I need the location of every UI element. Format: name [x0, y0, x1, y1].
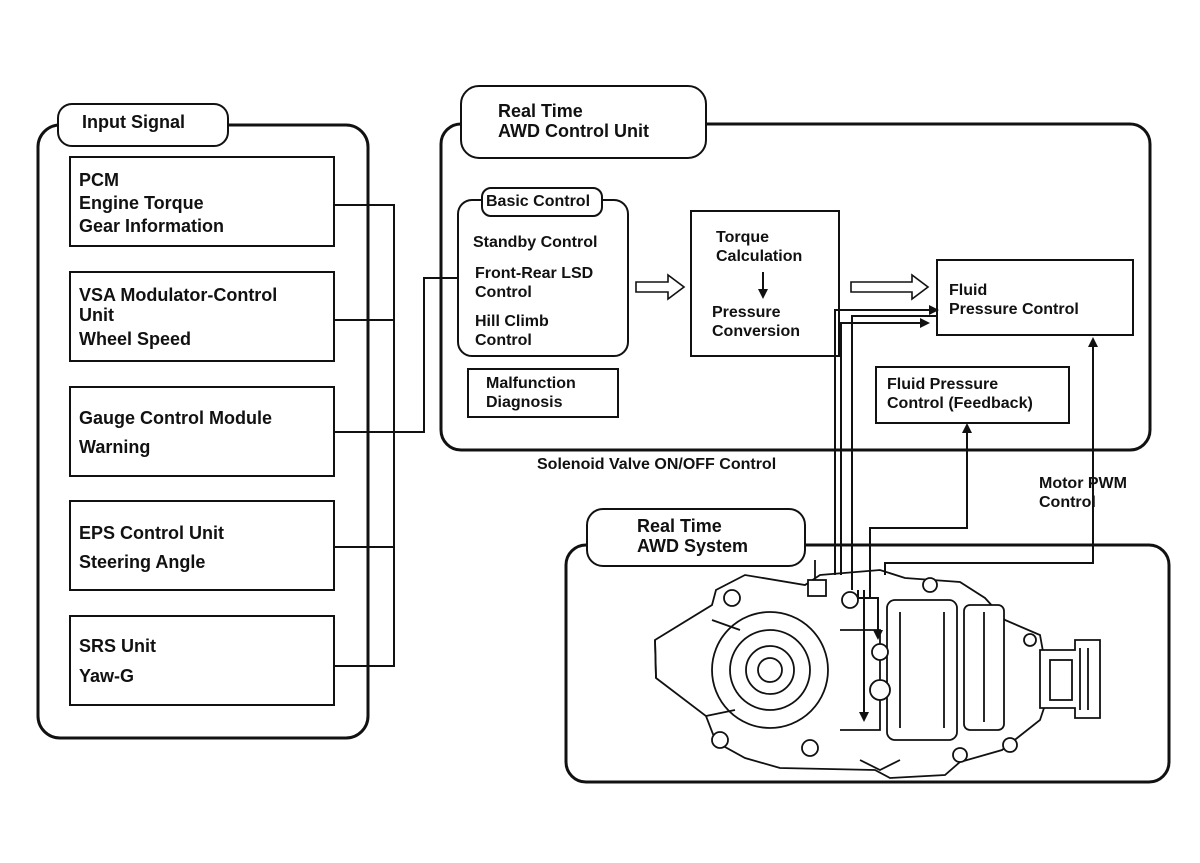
- standby-control-label: Standby Control: [473, 234, 598, 251]
- eps-line-2: Steering Angle: [79, 552, 206, 572]
- srs-line-1: SRS Unit: [79, 636, 157, 656]
- eps-box: [69, 500, 335, 591]
- awd-system-tab: [586, 508, 806, 567]
- control-unit-title: Real Time AWD Control Unit: [498, 101, 649, 141]
- vsa-line-1: VSA Modulator-Control: [79, 285, 278, 305]
- feedback-label: Fluid Pressure Control (Feedback): [887, 375, 1033, 413]
- fluid-pressure-control-label: Fluid Pressure Control: [949, 281, 1079, 319]
- feedback-line-1: Fluid Pressure: [887, 376, 999, 393]
- pressure-line-1: Pressure: [712, 304, 781, 321]
- vsa-line-2: Unit: [79, 305, 114, 325]
- front-rear-lsd-line-1: Front-Rear LSD: [475, 265, 594, 282]
- malfunction-box: [467, 368, 619, 418]
- motor-pwm-line-2: Control: [1039, 494, 1096, 511]
- fluid-pressure-line-1: Fluid: [949, 282, 988, 299]
- vsa-box: [69, 271, 335, 362]
- hill-climb-line-1: Hill Climb: [475, 313, 549, 330]
- control-unit-frame: [439, 122, 1152, 452]
- awd-system-title-line-1: Real Time: [637, 516, 722, 536]
- control-signal-lines: [834, 305, 1098, 722]
- gauge-line-1: Gauge Control Module: [79, 408, 272, 428]
- pcm-line-3: Gear Information: [79, 216, 225, 236]
- hill-climb-line-2: Control: [475, 332, 532, 349]
- awd-system-title: Real Time AWD System: [637, 516, 748, 556]
- feedback-box: [875, 366, 1070, 424]
- input-signal-tab: [57, 103, 229, 147]
- vsa-line-3: Wheel Speed: [79, 329, 192, 349]
- fluid-pressure-line-2: Pressure Control: [949, 301, 1079, 318]
- gauge-box: [69, 386, 335, 477]
- gauge-line-2: Warning: [79, 437, 151, 457]
- motor-pwm-label: Motor PWM Control: [1039, 474, 1127, 512]
- hollow-arrow-1: [635, 273, 686, 301]
- pressure-conversion-label: Pressure Conversion: [712, 303, 800, 341]
- basic-control-tab: [481, 187, 603, 217]
- motor-pwm-line-1: Motor PWM: [1039, 475, 1127, 492]
- eps-label: EPS Control Unit Steering Angle: [79, 523, 224, 572]
- hill-climb-label: Hill Climb Control: [475, 312, 549, 350]
- input-signal-title: Input Signal: [82, 112, 185, 132]
- pcm-label: PCM Engine Torque Gear Information: [79, 170, 224, 236]
- awd-system-title-line-2: AWD System: [637, 536, 749, 556]
- basic-control-title: Basic Control: [486, 193, 591, 210]
- vsa-label: VSA Modulator-Control Unit Wheel Speed: [79, 285, 277, 349]
- pcm-line-1: PCM: [79, 170, 119, 190]
- solenoid-valve-label: Solenoid Valve ON/OFF Control: [537, 456, 777, 473]
- gauge-label: Gauge Control Module Warning: [79, 408, 272, 457]
- control-unit-title-line-2: AWD Control Unit: [498, 121, 649, 141]
- malfunction-line-1: Malfunction: [486, 375, 576, 392]
- awd-system-frame: [564, 543, 1171, 784]
- malfunction-label: Malfunction Diagnosis: [486, 374, 576, 412]
- torque-calculation-box: [690, 210, 840, 357]
- pcm-box: [69, 156, 335, 247]
- rear-differential-illustration: [654, 560, 1101, 779]
- pcm-line-2: Engine Torque: [79, 193, 204, 213]
- eps-line-1: EPS Control Unit: [79, 523, 224, 543]
- hollow-arrow-2: [850, 273, 930, 301]
- torque-line-2: Calculation: [716, 248, 803, 265]
- torque-calculation-label: Torque Calculation: [716, 228, 802, 266]
- malfunction-line-2: Diagnosis: [486, 394, 563, 411]
- control-unit-tab: [460, 85, 707, 159]
- fluid-pressure-control-box: [936, 259, 1134, 336]
- torque-line-1: Torque: [716, 229, 770, 246]
- feedback-line-2: Control (Feedback): [887, 395, 1033, 412]
- control-unit-title-line-1: Real Time: [498, 101, 583, 121]
- pressure-line-2: Conversion: [712, 323, 801, 340]
- srs-label: SRS Unit Yaw-G: [79, 636, 156, 686]
- front-rear-lsd-line-2: Control: [475, 284, 532, 301]
- front-rear-lsd-label: Front-Rear LSD Control: [475, 264, 593, 302]
- srs-line-2: Yaw-G: [79, 666, 135, 686]
- srs-box: [69, 615, 335, 706]
